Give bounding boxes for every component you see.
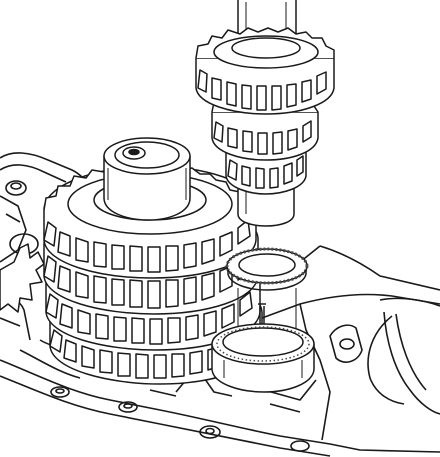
- gear-third-teeth: [45, 291, 253, 345]
- needle-bearing: [211, 288, 315, 393]
- countershaft-gear-large: [195, 27, 335, 115]
- mainshaft-gear-stack: [0, 137, 263, 385]
- rear-gear: [0, 243, 45, 313]
- mainshaft-hub: [103, 137, 191, 221]
- countershaft-gear-small-teeth: [227, 155, 304, 189]
- countershaft-gear-cluster: [195, 0, 335, 227]
- thrust-washer: [225, 247, 309, 291]
- countershaft-gear-middle-teeth: [213, 120, 312, 155]
- countershaft-gear-large-teeth: [197, 69, 327, 111]
- countershaft-collar: [231, 37, 301, 59]
- gear-top-teeth: [43, 219, 251, 273]
